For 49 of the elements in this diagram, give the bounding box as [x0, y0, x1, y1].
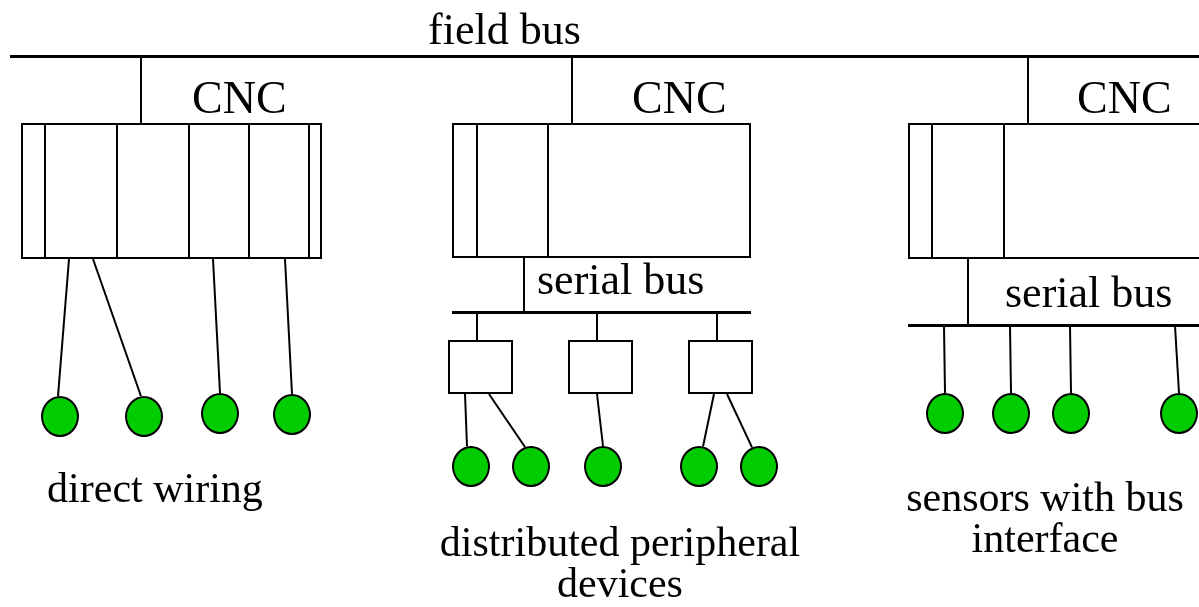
bus-line [908, 324, 1199, 327]
group-caption: distributed peripheral devices [438, 522, 802, 605]
connection-line [1069, 324, 1072, 394]
connection-line [571, 55, 573, 124]
sensor-circle [680, 446, 718, 487]
connection-line [212, 258, 221, 394]
connection-line [92, 258, 142, 398]
bus-label: field bus [428, 8, 581, 52]
sensor-circle [740, 446, 778, 487]
connection-line [284, 258, 293, 395]
connection-line [967, 258, 969, 327]
connection-line [476, 311, 478, 341]
connection-line [716, 311, 718, 341]
sensor-circle [584, 446, 622, 487]
controller-label: CNC [1077, 75, 1172, 121]
connection-line [57, 258, 70, 398]
module-box [448, 340, 513, 394]
group-caption: sensors with bus interface [905, 477, 1185, 560]
sensor-circle [201, 393, 239, 434]
connection-line [488, 393, 526, 449]
sensor-circle [992, 393, 1030, 434]
bus-label: serial bus [1005, 271, 1173, 315]
bus-label: serial bus [537, 258, 705, 302]
sensor-circle [926, 393, 964, 434]
module-box [688, 340, 753, 394]
group-caption: direct wiring [46, 468, 264, 510]
sensor-circle [452, 446, 490, 487]
sensor-circle [125, 396, 163, 437]
connection-line [596, 311, 598, 341]
sensor-circle [1160, 393, 1198, 434]
connection-line [464, 393, 468, 448]
sensor-circle [273, 394, 311, 435]
connection-line [1174, 324, 1180, 394]
connection-line [140, 55, 142, 124]
connection-line [943, 324, 946, 394]
bus-line [452, 311, 751, 314]
controller-label: CNC [192, 75, 287, 121]
sensor-circle [41, 396, 79, 437]
connection-line [726, 393, 753, 449]
connection-line [1009, 324, 1012, 394]
bus-line [10, 55, 1199, 58]
module-box [568, 340, 633, 394]
controller-label: CNC [632, 75, 727, 121]
connection-line [702, 393, 715, 448]
connection-line [596, 393, 604, 447]
sensor-circle [1052, 393, 1090, 434]
sensor-circle [512, 446, 550, 487]
connection-line [523, 257, 525, 314]
connection-line [1027, 55, 1029, 124]
